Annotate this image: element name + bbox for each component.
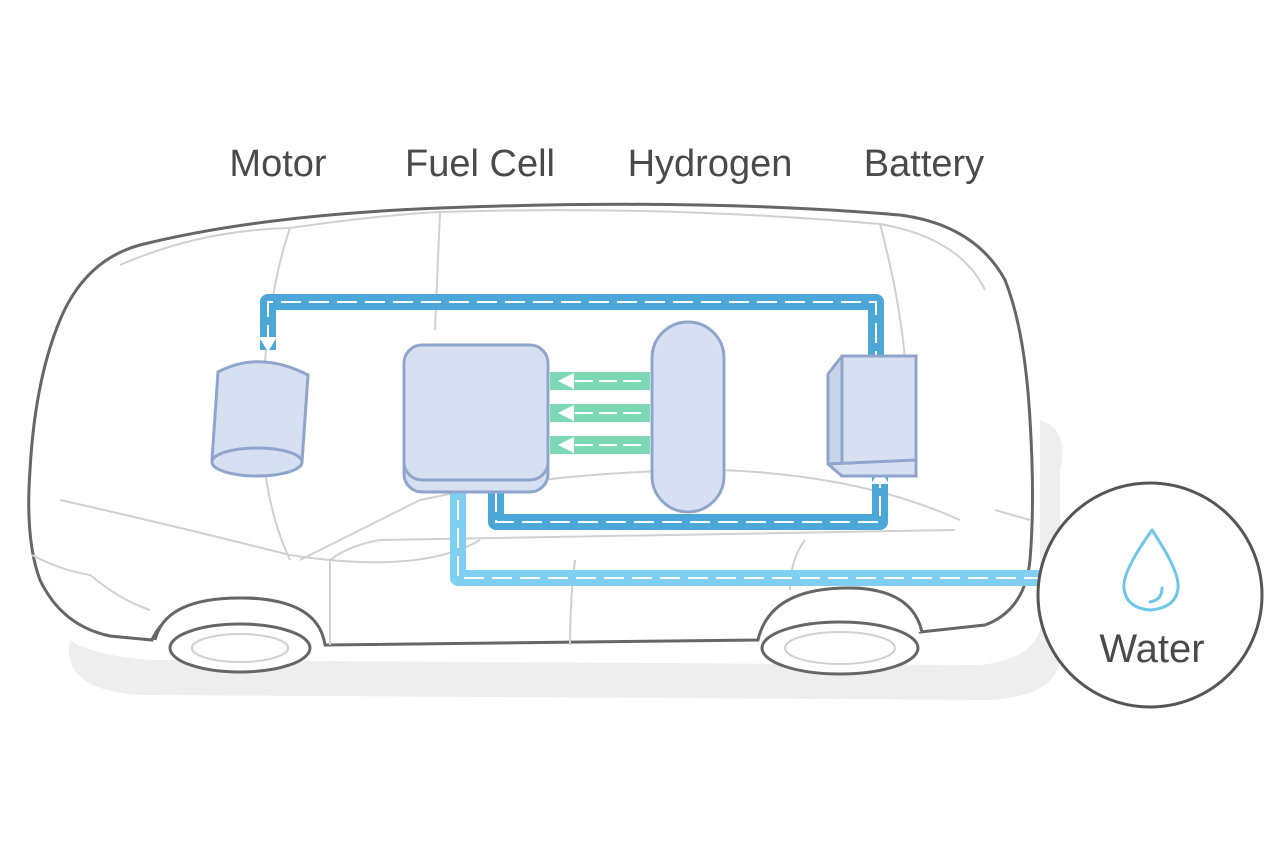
hydrogen-label: Hydrogen (628, 143, 793, 185)
car-detail-lines (31, 209, 1031, 646)
battery-label: Battery (864, 143, 984, 185)
fuel-cell-component (402, 343, 550, 494)
front-wheel (153, 596, 327, 674)
hydrogen-tank-component (650, 320, 726, 514)
motor-component (210, 360, 310, 478)
water-circle (1036, 481, 1264, 709)
water-label: Water (1099, 627, 1204, 671)
car-shadow (68, 420, 1063, 700)
power-flow-loop (259, 294, 884, 360)
motor-label: Motor (229, 143, 326, 185)
fuel-cell-label: Fuel Cell (405, 143, 555, 185)
hydrogen-flow (550, 372, 650, 454)
battery-component (826, 354, 918, 478)
water-output: Water (1036, 481, 1264, 709)
water-drop-icon (1122, 528, 1180, 612)
rear-wheel (756, 586, 924, 676)
